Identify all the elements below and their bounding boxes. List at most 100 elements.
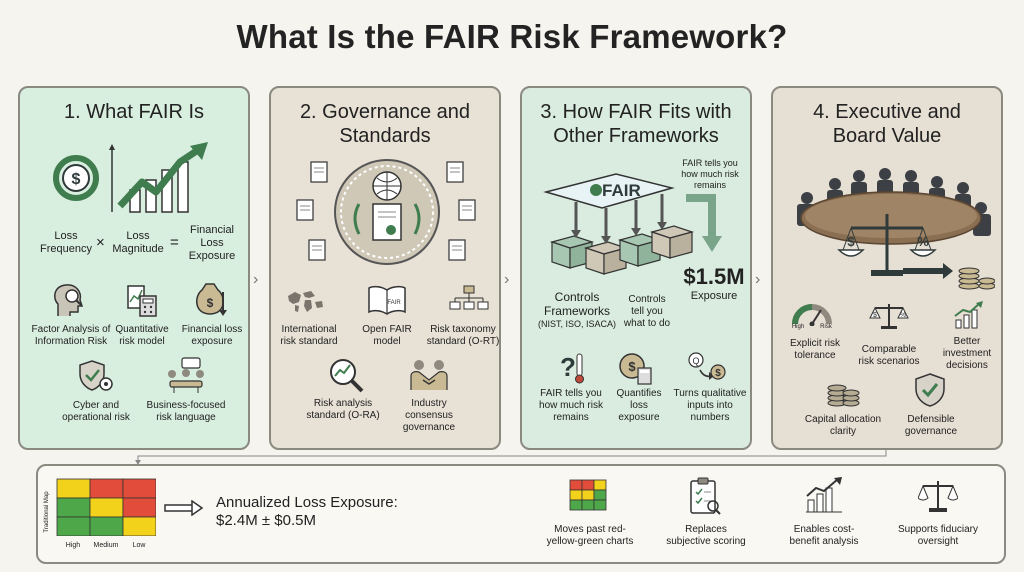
panel-title-line1: 2. Governance and [299, 101, 471, 123]
controls-tell-line1: Controls [628, 294, 666, 305]
item-intl-line2: risk standard [280, 336, 338, 347]
item-turns-line2: inputs into [687, 400, 733, 411]
panel-governance: 2. Governance and Standards [269, 86, 501, 450]
certificate-seal-icon [296, 159, 476, 265]
svg-text:$: $ [207, 296, 214, 310]
exposure-label: Exposure [690, 290, 738, 302]
eq-term2-line1: Loss [126, 230, 150, 242]
panel-executive-value: 4. Executive and Board Value $ % [771, 86, 1003, 450]
item-business-line1: Business-focused [146, 400, 226, 411]
heatmap-label-low: Low [132, 542, 146, 549]
panel-title-line2: Standards [339, 125, 431, 147]
item-fairtells-line1: FAIR tells you [540, 388, 602, 399]
fair-layers-icon: FAIR [543, 173, 722, 275]
eq-term1-line1: Loss [54, 230, 78, 242]
item-ora-line2: standard (O-RA) [306, 410, 380, 421]
bar-growth-icon [954, 301, 983, 329]
item-industry-line2: consensus [405, 410, 453, 421]
shield-check-icon [915, 373, 945, 407]
item-better-line1: Better [953, 336, 981, 347]
heatmap-cell [89, 497, 124, 518]
item-comparable-line1: Comparable [861, 344, 917, 355]
heatmap-cell [56, 478, 91, 499]
balance-scale-icon [918, 481, 958, 512]
panel-how-fair-fits: 3. How FAIR Fits with Other Frameworks F… [520, 86, 752, 450]
panel-title: 1. What FAIR Is [63, 101, 205, 123]
panel-title-line2: Board Value [832, 125, 942, 147]
panel-title-line2: Other Frameworks [553, 125, 719, 147]
item-capital-line2: clarity [829, 426, 857, 437]
item-quant-line1: Quantitative [115, 324, 169, 335]
item-finloss-line1: Financial loss [181, 324, 243, 335]
eq-term2-line2: Magnitude [112, 243, 164, 255]
callout-line2: how much risk [681, 169, 739, 179]
convert-dollar-icon: Q $ [688, 352, 726, 380]
item-cyber-line1: Cyber and [72, 400, 120, 411]
controls-line1: Controls [554, 290, 600, 304]
item-ort-line1: Risk taxonomy [430, 324, 496, 335]
question-thermometer-icon: ? [560, 352, 584, 384]
item-replaces-line1: Replaces [685, 524, 727, 535]
item-tolerance-line1: Explicit risk [789, 338, 840, 349]
heatmap-cell [56, 516, 91, 536]
gauge-icon [792, 304, 832, 326]
shield-gear-icon [79, 360, 113, 391]
eq-result-line1: Financial [189, 224, 235, 236]
bottom-comparison-strip: Traditional Map High Medium Low Annualiz… [36, 464, 1006, 564]
heatmap-cell [122, 516, 156, 536]
item-industry-line1: Industry [411, 398, 447, 409]
item-supports-line1: Supports fiduciary [897, 524, 979, 535]
item-industry-line3: governance [402, 422, 456, 433]
panel-title-line1: 3. How FAIR Fits with [540, 101, 732, 123]
item-movespast-line2: yellow-green charts [546, 536, 634, 547]
org-chart-icon [449, 285, 489, 310]
svg-text:?: ? [560, 352, 576, 382]
coin-stack-icon [827, 384, 860, 407]
item-defensible-line1: Defensible [907, 414, 955, 425]
item-enables-line1: Enables cost- [793, 524, 855, 535]
calculator-chart-icon [127, 285, 157, 317]
item-comparable-line2: risk scenarios [858, 356, 920, 367]
heatmap-cell [122, 497, 156, 518]
open-book-icon: FAIR [368, 285, 406, 315]
item-supports-line2: oversight [917, 536, 959, 547]
magnifier-chart-icon [330, 359, 364, 393]
item-finloss-line2: exposure [191, 336, 233, 347]
item-quantifies-line1: Quantifies [616, 388, 662, 399]
money-bag-down-icon: $ [196, 283, 227, 316]
item-quant-line2: risk model [119, 336, 165, 347]
item-enables-line2: benefit analysis [789, 536, 859, 547]
svg-text:%: % [917, 234, 929, 249]
coin-calculator-icon: $ [619, 353, 652, 385]
fair-logo-label: FAIR [602, 181, 641, 200]
controls-tell-line2: tell you [631, 306, 663, 317]
item-better-line2: investment [942, 348, 992, 359]
item-movespast-line1: Moves past red- [554, 524, 626, 535]
callout-line3: remains [693, 180, 726, 190]
heatmap-cell [56, 497, 91, 518]
item-turns-line1: Turns qualitative [673, 388, 747, 399]
callout-line1: FAIR tells you [682, 158, 738, 168]
book-fair-label: FAIR [387, 300, 401, 306]
times-sign: × [96, 234, 105, 251]
boardroom-scale-icon: $ % [797, 168, 995, 290]
item-better-line3: decisions [946, 360, 988, 371]
arrow-right-icon: › [755, 271, 761, 288]
heatmap-cell [89, 478, 124, 499]
traditional-heatmap [56, 478, 156, 536]
gauge-high-label: Risk [820, 324, 832, 330]
item-replaces-line2: subjective scoring [666, 536, 746, 547]
svg-text:%: % [900, 312, 906, 319]
item-quantifies-line3: exposure [618, 412, 660, 423]
head-magnifier-icon [53, 284, 84, 316]
scales-icon: $ % [869, 304, 909, 329]
item-tolerance-line2: tolerance [794, 350, 836, 361]
svg-text:$: $ [873, 312, 877, 319]
svg-text:$: $ [72, 171, 81, 188]
item-factor-line1: Factor Analysis of [31, 324, 111, 335]
controls-line2: Frameworks [543, 304, 610, 318]
handshake-icon [410, 360, 448, 390]
arrow-right-icon [164, 500, 204, 516]
eq-result-line2: Loss [200, 237, 224, 249]
controls-line3: (NIST, ISO, ISACA) [537, 319, 616, 329]
